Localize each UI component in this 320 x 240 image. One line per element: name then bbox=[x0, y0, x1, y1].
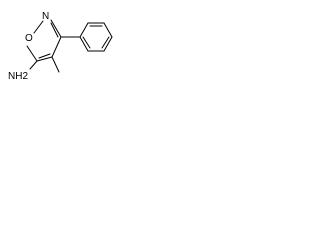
phenyl-bond-1 bbox=[79, 22, 89, 38]
bond-c4-methyl bbox=[51, 56, 60, 73]
bond-n2-c3-inner bbox=[50, 22, 59, 38]
amine-label: NH2 bbox=[8, 71, 28, 82]
bond-c4-c5-inner bbox=[38, 53, 51, 59]
bond-c4-c5 bbox=[36, 56, 53, 62]
phenyl-double-3 bbox=[82, 36, 91, 49]
oxygen-label: O bbox=[25, 33, 33, 44]
bond-o1-n2 bbox=[33, 20, 44, 34]
structure-svg: O N NH2 bbox=[8, 11, 113, 82]
phenyl-bond-3 bbox=[103, 22, 113, 38]
phenyl-bond-6 bbox=[79, 36, 89, 52]
bond-o1-c5 bbox=[26, 45, 38, 62]
bond-c5-nh2 bbox=[29, 60, 38, 70]
molecule-diagram: O N NH2 bbox=[0, 0, 117, 82]
bond-c3-c4 bbox=[51, 36, 62, 58]
bond-n2-c3 bbox=[50, 19, 62, 38]
phenyl-double-2 bbox=[101, 36, 110, 49]
nitrogen-label: N bbox=[42, 11, 49, 22]
phenyl-bond-4 bbox=[103, 36, 113, 52]
